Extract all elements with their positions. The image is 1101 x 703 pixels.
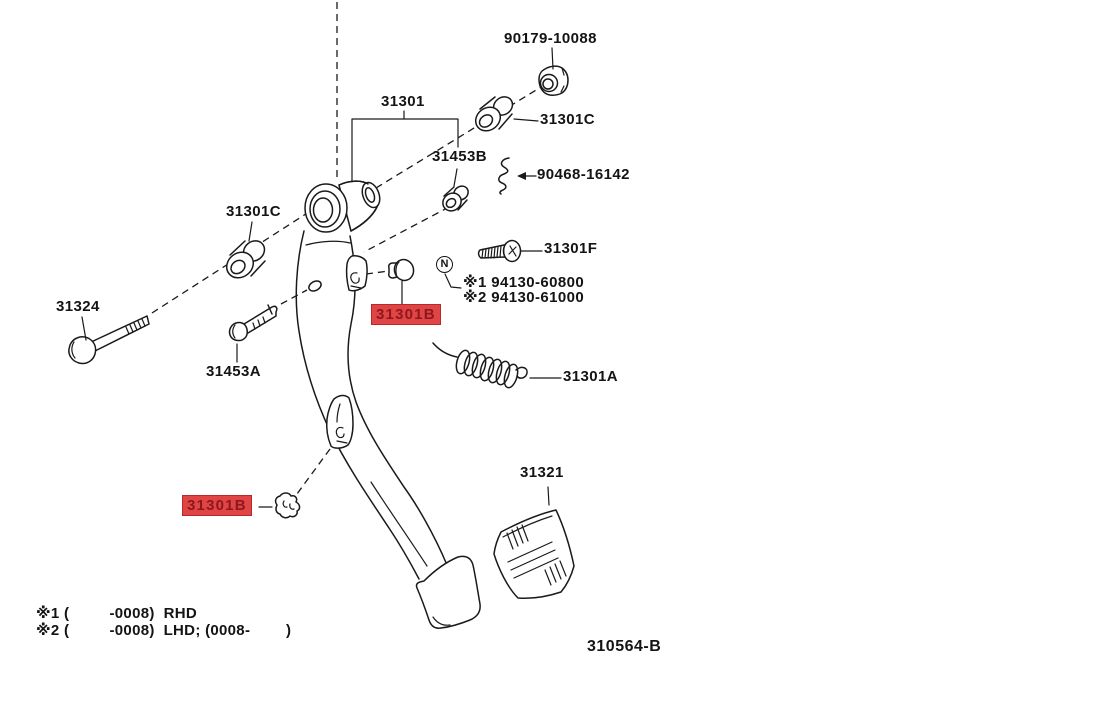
clutch-pedal-arm — [295, 180, 481, 629]
part-label-31301c-right: 31301C — [540, 111, 595, 128]
part-label-31301b-highlighted-lower[interactable]: 31301B — [182, 495, 252, 516]
part-label-90179-10088: 90179-10088 — [504, 30, 597, 47]
nut-callout-symbol: N — [436, 256, 453, 273]
leader-lines — [81, 47, 562, 508]
bolt-31453a — [228, 304, 278, 342]
clip-90468-16142 — [498, 157, 510, 195]
screw-31301f — [477, 239, 522, 263]
footnote-2: ※2 ( -0008) LHD; (0008- ) — [36, 622, 292, 639]
part-label-31301b-highlighted-upper[interactable]: 31301B — [371, 304, 441, 325]
part-label-31324: 31324 — [56, 298, 100, 315]
spring-31301a — [432, 342, 528, 389]
pedal-pad-31321 — [493, 509, 575, 599]
part-label-94130-60800: ※1 94130-60800 — [463, 274, 585, 291]
bushing-31301c-right — [474, 96, 514, 132]
diagram-code: 310564-B — [587, 638, 662, 655]
part-label-31453b: 31453B — [432, 148, 487, 165]
part-label-90468-16142: 90468-16142 — [537, 166, 630, 183]
bushing-31301c-left — [225, 240, 266, 279]
part-label-31453a: 31453A — [206, 363, 261, 380]
mid-arm-bracket — [326, 394, 354, 449]
part-label-31321: 31321 — [520, 464, 564, 481]
assembly-axis-lines — [151, 2, 547, 499]
part-label-31301c-left: 31301C — [226, 203, 281, 220]
nut-90179-10088 — [538, 65, 569, 96]
pin-31301b-upper — [388, 258, 415, 282]
footnote-1: ※1 ( -0008) RHD — [36, 605, 197, 622]
bolt-31324 — [68, 315, 150, 365]
part-label-31301f: 31301F — [544, 240, 598, 257]
part-label-94130-61000: ※2 94130-61000 — [463, 289, 585, 306]
clip-31301b-lower — [274, 492, 301, 519]
part-label-31301a: 31301A — [563, 368, 618, 385]
pedal-foot — [415, 555, 481, 629]
part-label-31301: 31301 — [381, 93, 425, 110]
bushing-31453b — [442, 185, 469, 212]
